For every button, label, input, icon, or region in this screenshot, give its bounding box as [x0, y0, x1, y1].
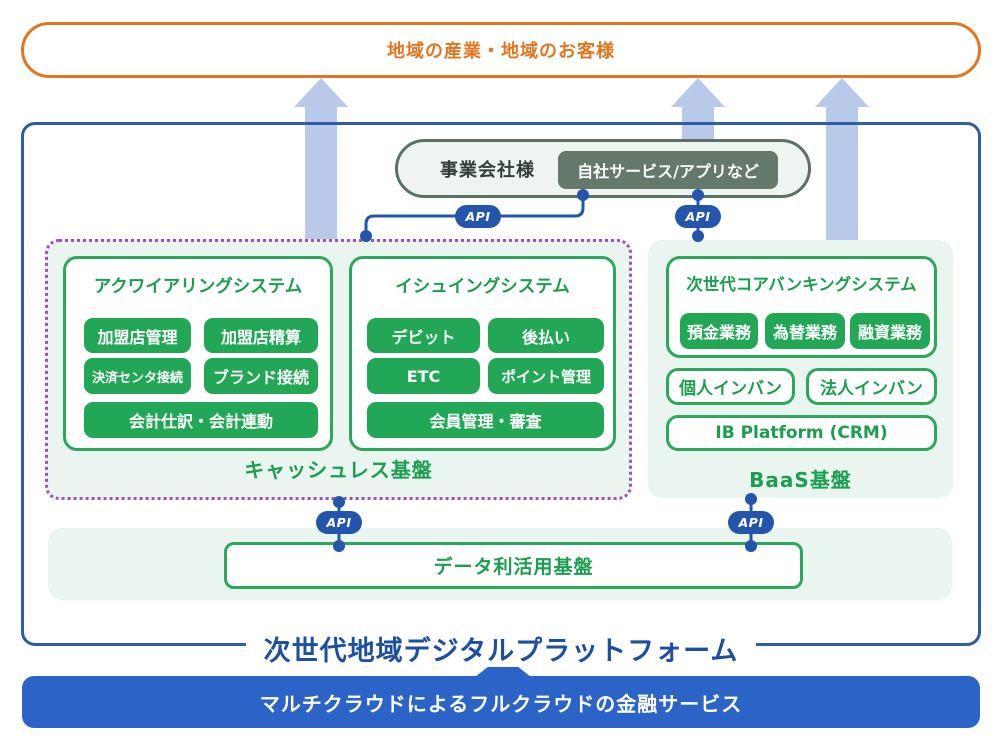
acquiring-chip-merchant-management: 加盟店管理 — [84, 318, 191, 353]
acquiring-system-title: アクワイアリングシステム — [93, 277, 303, 297]
issuing-chip-etc: ETC — [367, 358, 480, 394]
api-badge-cashless-top: API — [455, 205, 501, 228]
core-chip-exchange: 為替業務 — [765, 313, 845, 349]
baas-chip-ib-platform-crm: IB Platform (CRM) — [666, 415, 937, 451]
cashless-region-label: キャッシュレス基盤 — [244, 458, 433, 482]
bottom-bar: マルチクラウドによるフルクラウドの金融サービス — [22, 676, 980, 728]
partner-service-box: 自社サービス/アプリなど — [558, 151, 778, 189]
platform-title: 次世代地域デジタルプラットフォーム — [0, 629, 1002, 668]
issuing-system-title: イシュイングシステム — [395, 277, 570, 297]
api-badge-baas-top: API — [675, 205, 721, 228]
baas-chip-corporate-ib: 法人インバン — [806, 368, 937, 405]
customers-pill: 地域の産業・地域のお客様 — [21, 22, 981, 78]
api-badge-baas-bottom: API — [728, 511, 774, 534]
partner-pill: 事業会社様 自社サービス/アプリなど — [395, 139, 811, 198]
core-chip-lending: 融資業務 — [850, 313, 930, 349]
issuing-chip-point-management: ポイント管理 — [488, 358, 604, 394]
issuing-chip-deferred-payment: 後払い — [488, 318, 604, 353]
acquiring-chip-payment-center: 決済センタ接続 — [84, 358, 191, 394]
partner-label: 事業会社様 — [440, 159, 535, 181]
issuing-chip-member-management: 会員管理・審査 — [367, 402, 604, 438]
core-banking-box: 次世代コアバンキングシステム 預金業務 為替業務 融資業務 — [666, 256, 937, 358]
baas-region: 次世代コアバンキングシステム 預金業務 為替業務 融資業務 個人インバン 法人イ… — [648, 240, 953, 498]
acquiring-chip-accounting: 会計仕訳・会計連動 — [84, 402, 318, 438]
customers-label: 地域の産業・地域のお客様 — [387, 41, 615, 62]
baas-chip-personal-ib: 個人インバン — [666, 368, 795, 405]
acquiring-system-box: アクワイアリングシステム 加盟店管理 加盟店精算 決済センタ接続 ブランド接続 … — [63, 256, 333, 451]
baas-region-label: BaaS基盤 — [749, 468, 852, 492]
acquiring-chip-brand-connection: ブランド接続 — [204, 358, 318, 394]
cashless-region: アクワイアリングシステム 加盟店管理 加盟店精算 決済センタ接続 ブランド接続 … — [45, 239, 632, 500]
issuing-chip-debit: デビット — [367, 318, 480, 353]
api-badge-cashless-bottom: API — [316, 511, 362, 534]
core-banking-title: 次世代コアバンキングシステム — [686, 275, 917, 294]
acquiring-chip-merchant-settlement: 加盟店精算 — [204, 318, 318, 353]
data-platform-box: データ利活用基盤 — [224, 542, 803, 589]
core-chip-deposit: 預金業務 — [680, 313, 758, 349]
issuing-system-box: イシュイングシステム デビット 後払い ETC ポイント管理 会員管理・審査 — [349, 256, 616, 451]
bottom-bar-label: マルチクラウドによるフルクラウドの金融サービス — [259, 691, 743, 716]
